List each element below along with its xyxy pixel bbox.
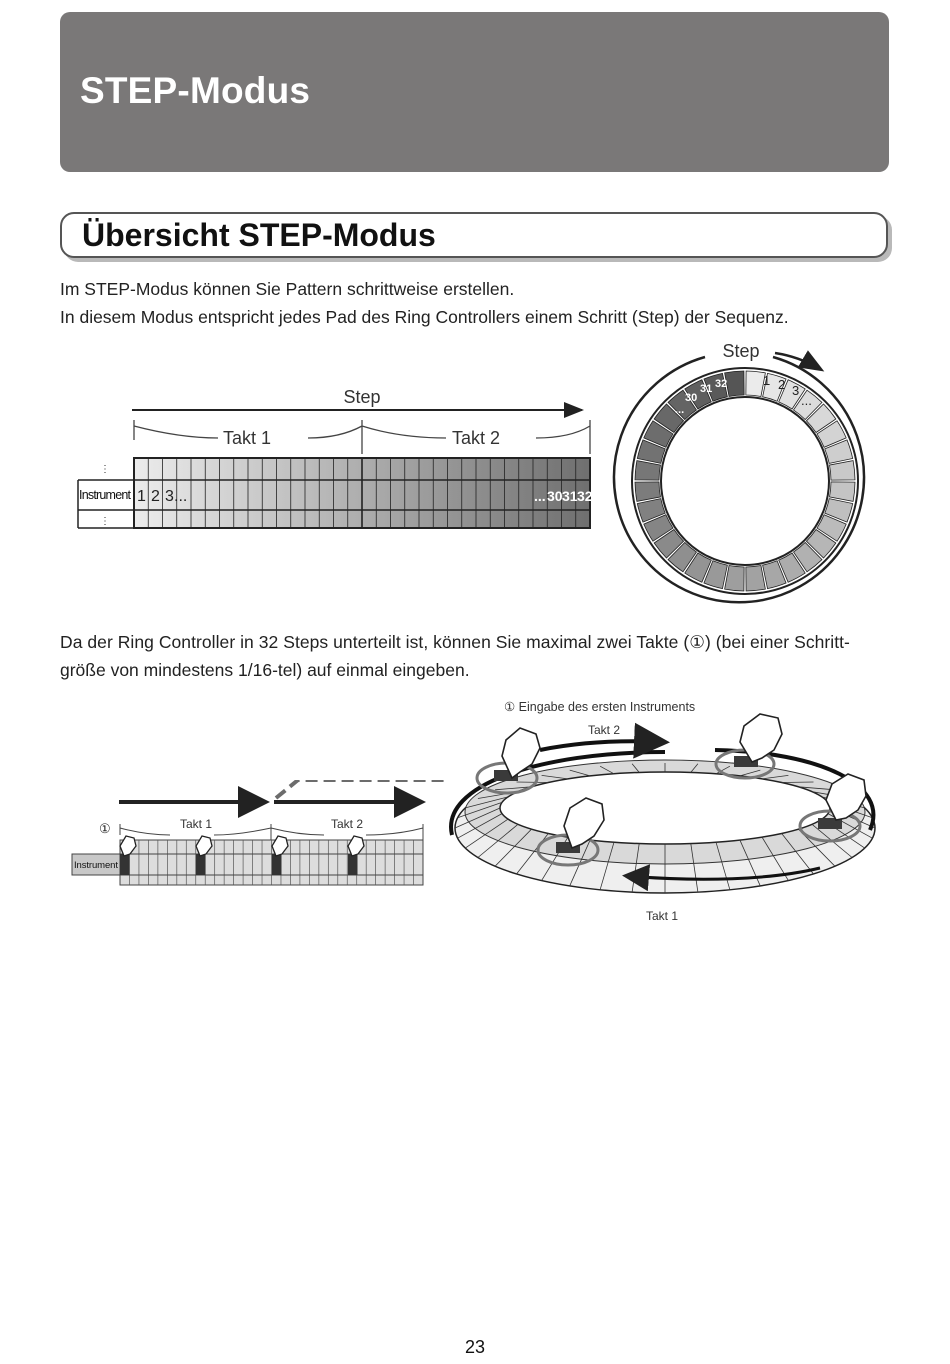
- svg-text:⋮: ⋮: [100, 516, 110, 527]
- ring-takt2-label: Takt 2: [588, 723, 620, 737]
- two-bars-grid-figure: ① Takt 1 Takt 2 Instrument: [71, 780, 446, 886]
- ring-31-label: 31: [700, 383, 712, 395]
- step-label: Step: [343, 387, 380, 407]
- ring-takt1-label: Takt 1: [646, 909, 678, 923]
- page-number: 23: [464, 1337, 486, 1357]
- step-ellipsis-label: ...: [174, 488, 187, 505]
- finger-icons: [119, 835, 365, 857]
- ring-controller-figure: Step 1 2 3 ... ... 30 31 32: [612, 341, 866, 604]
- step-1-label: 1: [137, 488, 146, 505]
- section-heading-box: Übersicht STEP-Modus: [60, 212, 888, 258]
- fig2-takt2-label: Takt 2: [331, 817, 363, 831]
- ring-outer-stroke: [612, 355, 866, 604]
- step-32-label: 32: [577, 488, 593, 504]
- ring-step-label: Step: [722, 341, 759, 361]
- body-line-1: Da der Ring Controller in 32 Steps unter…: [60, 632, 850, 652]
- ring-1-label: 1: [763, 373, 770, 388]
- hand-icons: [501, 713, 867, 850]
- ring-ellipsis-end-label: ...: [675, 404, 684, 416]
- chapter-title: STEP-Modus: [80, 70, 311, 111]
- section-title: Übersicht STEP-Modus: [82, 217, 436, 253]
- step-3-label: 3: [165, 488, 174, 505]
- step-30-label: 30: [547, 488, 563, 504]
- chapter-header: STEP-Modus: [60, 12, 889, 172]
- grid-lines: [147, 458, 577, 528]
- circle-one-marker: ①: [99, 821, 111, 836]
- fig2-caption: ① Eingabe des ersten Instruments: [504, 700, 695, 714]
- body-line-2: größe von mindestens 1/16-tel) auf einma…: [60, 660, 470, 680]
- ring-input-figure: ① Eingabe des ersten Instruments Takt 2 …: [449, 700, 876, 923]
- step-ellipsis-end-label: ...: [534, 488, 546, 504]
- svg-text:⋮: ⋮: [100, 464, 110, 475]
- takt1-label: Takt 1: [223, 428, 271, 448]
- step-31-label: 31: [562, 488, 578, 504]
- intro-line-2: In diesem Modus entspricht jedes Pad des…: [60, 307, 789, 327]
- step-grid-figure: Step Takt 1 Takt 2 ⋮ ⋮ Instrument 1 2 3 …: [77, 387, 593, 529]
- row-label: Instrument: [79, 488, 132, 502]
- ring-3-label: 3: [792, 383, 799, 398]
- ring-ellipsis-label: ...: [801, 393, 812, 408]
- takt-braces: [133, 420, 591, 454]
- fig2-takt1-label: Takt 1: [180, 817, 212, 831]
- ring-step-arrow: [774, 350, 825, 372]
- ring-2-label: 2: [778, 377, 785, 392]
- takt2-label: Takt 2: [452, 428, 500, 448]
- ring-30-label: 30: [685, 392, 697, 404]
- intro-line-1: Im STEP-Modus können Sie Pattern schritt…: [60, 279, 515, 299]
- ring-pads: [634, 370, 856, 592]
- step-2-label: 2: [151, 488, 160, 505]
- ring-32-label: 32: [715, 378, 727, 390]
- fig2-row-label: Instrument: [74, 860, 118, 871]
